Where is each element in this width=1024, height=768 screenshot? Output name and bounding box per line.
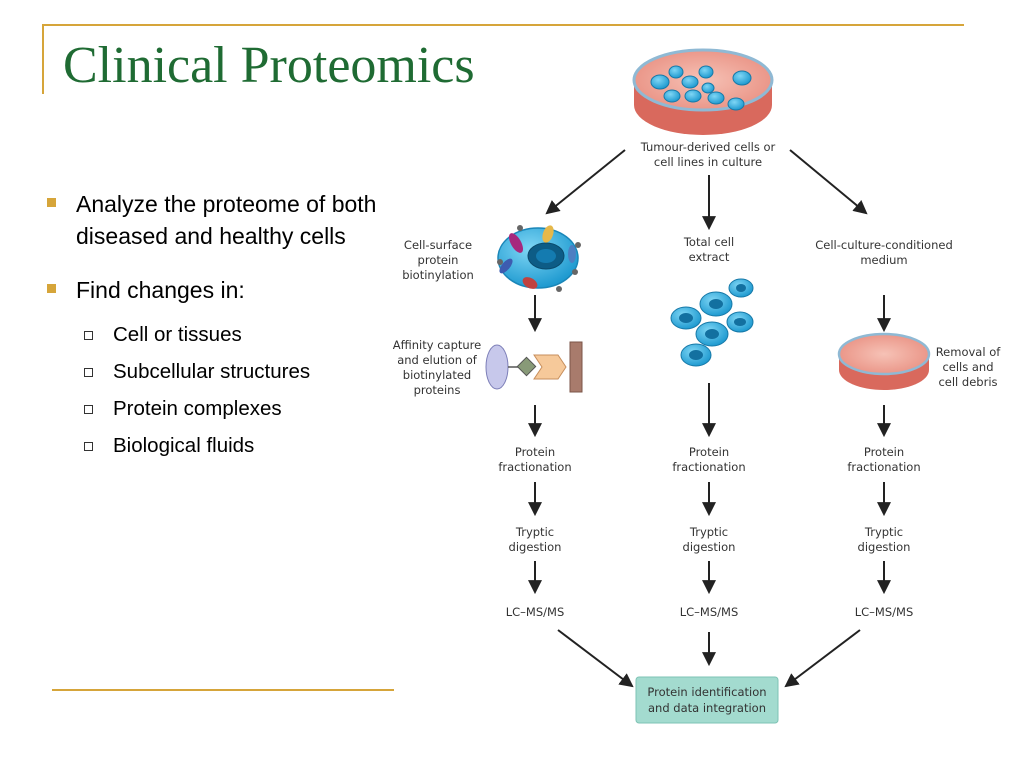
- square-bullet-icon: [47, 284, 56, 293]
- affinity-capture-icon: [485, 341, 583, 393]
- petri-dish-icon: [632, 48, 774, 135]
- sub-bullet-text: Biological fluids: [113, 433, 255, 457]
- sub-bullet-text: Protein complexes: [113, 396, 282, 420]
- hollow-square-bullet-icon: [84, 442, 93, 451]
- middle-ms-label: LC–MS/MS: [680, 605, 739, 619]
- left-rule: [42, 24, 44, 94]
- arrow: [784, 629, 861, 688]
- right-ms-label: LC–MS/MS: [855, 605, 914, 619]
- sub-bullet-item: Subcellular structures: [84, 353, 404, 390]
- bullet-list: Analyze the proteome of both diseased an…: [44, 188, 404, 474]
- square-bullet-icon: [47, 198, 56, 207]
- hollow-square-bullet-icon: [84, 331, 93, 340]
- medium-dish-icon: [837, 332, 931, 390]
- result-box: [635, 676, 779, 724]
- hollow-square-bullet-icon: [84, 368, 93, 377]
- slide-title: Clinical Proteomics: [63, 37, 475, 94]
- bottom-rule: [52, 689, 394, 691]
- arrow: [557, 629, 634, 688]
- biotinylated-cell-icon: [497, 225, 581, 292]
- bullet-item: Find changes in:: [44, 274, 404, 306]
- bullet-text: Find changes in:: [76, 277, 245, 303]
- cell-extract-icon: [670, 278, 754, 367]
- sub-bullet-item: Cell or tissues: [84, 316, 404, 353]
- sub-bullet-list: Cell or tissues Subcellular structures P…: [84, 316, 404, 464]
- bullet-item: Analyze the proteome of both diseased an…: [44, 188, 404, 252]
- top-rule: [42, 24, 964, 26]
- hollow-square-bullet-icon: [84, 405, 93, 414]
- sub-bullet-item: Biological fluids: [84, 427, 404, 464]
- bullet-text: Analyze the proteome of both diseased an…: [76, 191, 377, 249]
- arrow: [545, 149, 626, 215]
- arrow: [789, 149, 868, 215]
- sub-bullet-text: Cell or tissues: [113, 322, 242, 346]
- sub-bullet-item: Protein complexes: [84, 390, 404, 427]
- sub-bullet-text: Subcellular structures: [113, 359, 311, 383]
- left-ms-label: LC–MS/MS: [506, 605, 565, 619]
